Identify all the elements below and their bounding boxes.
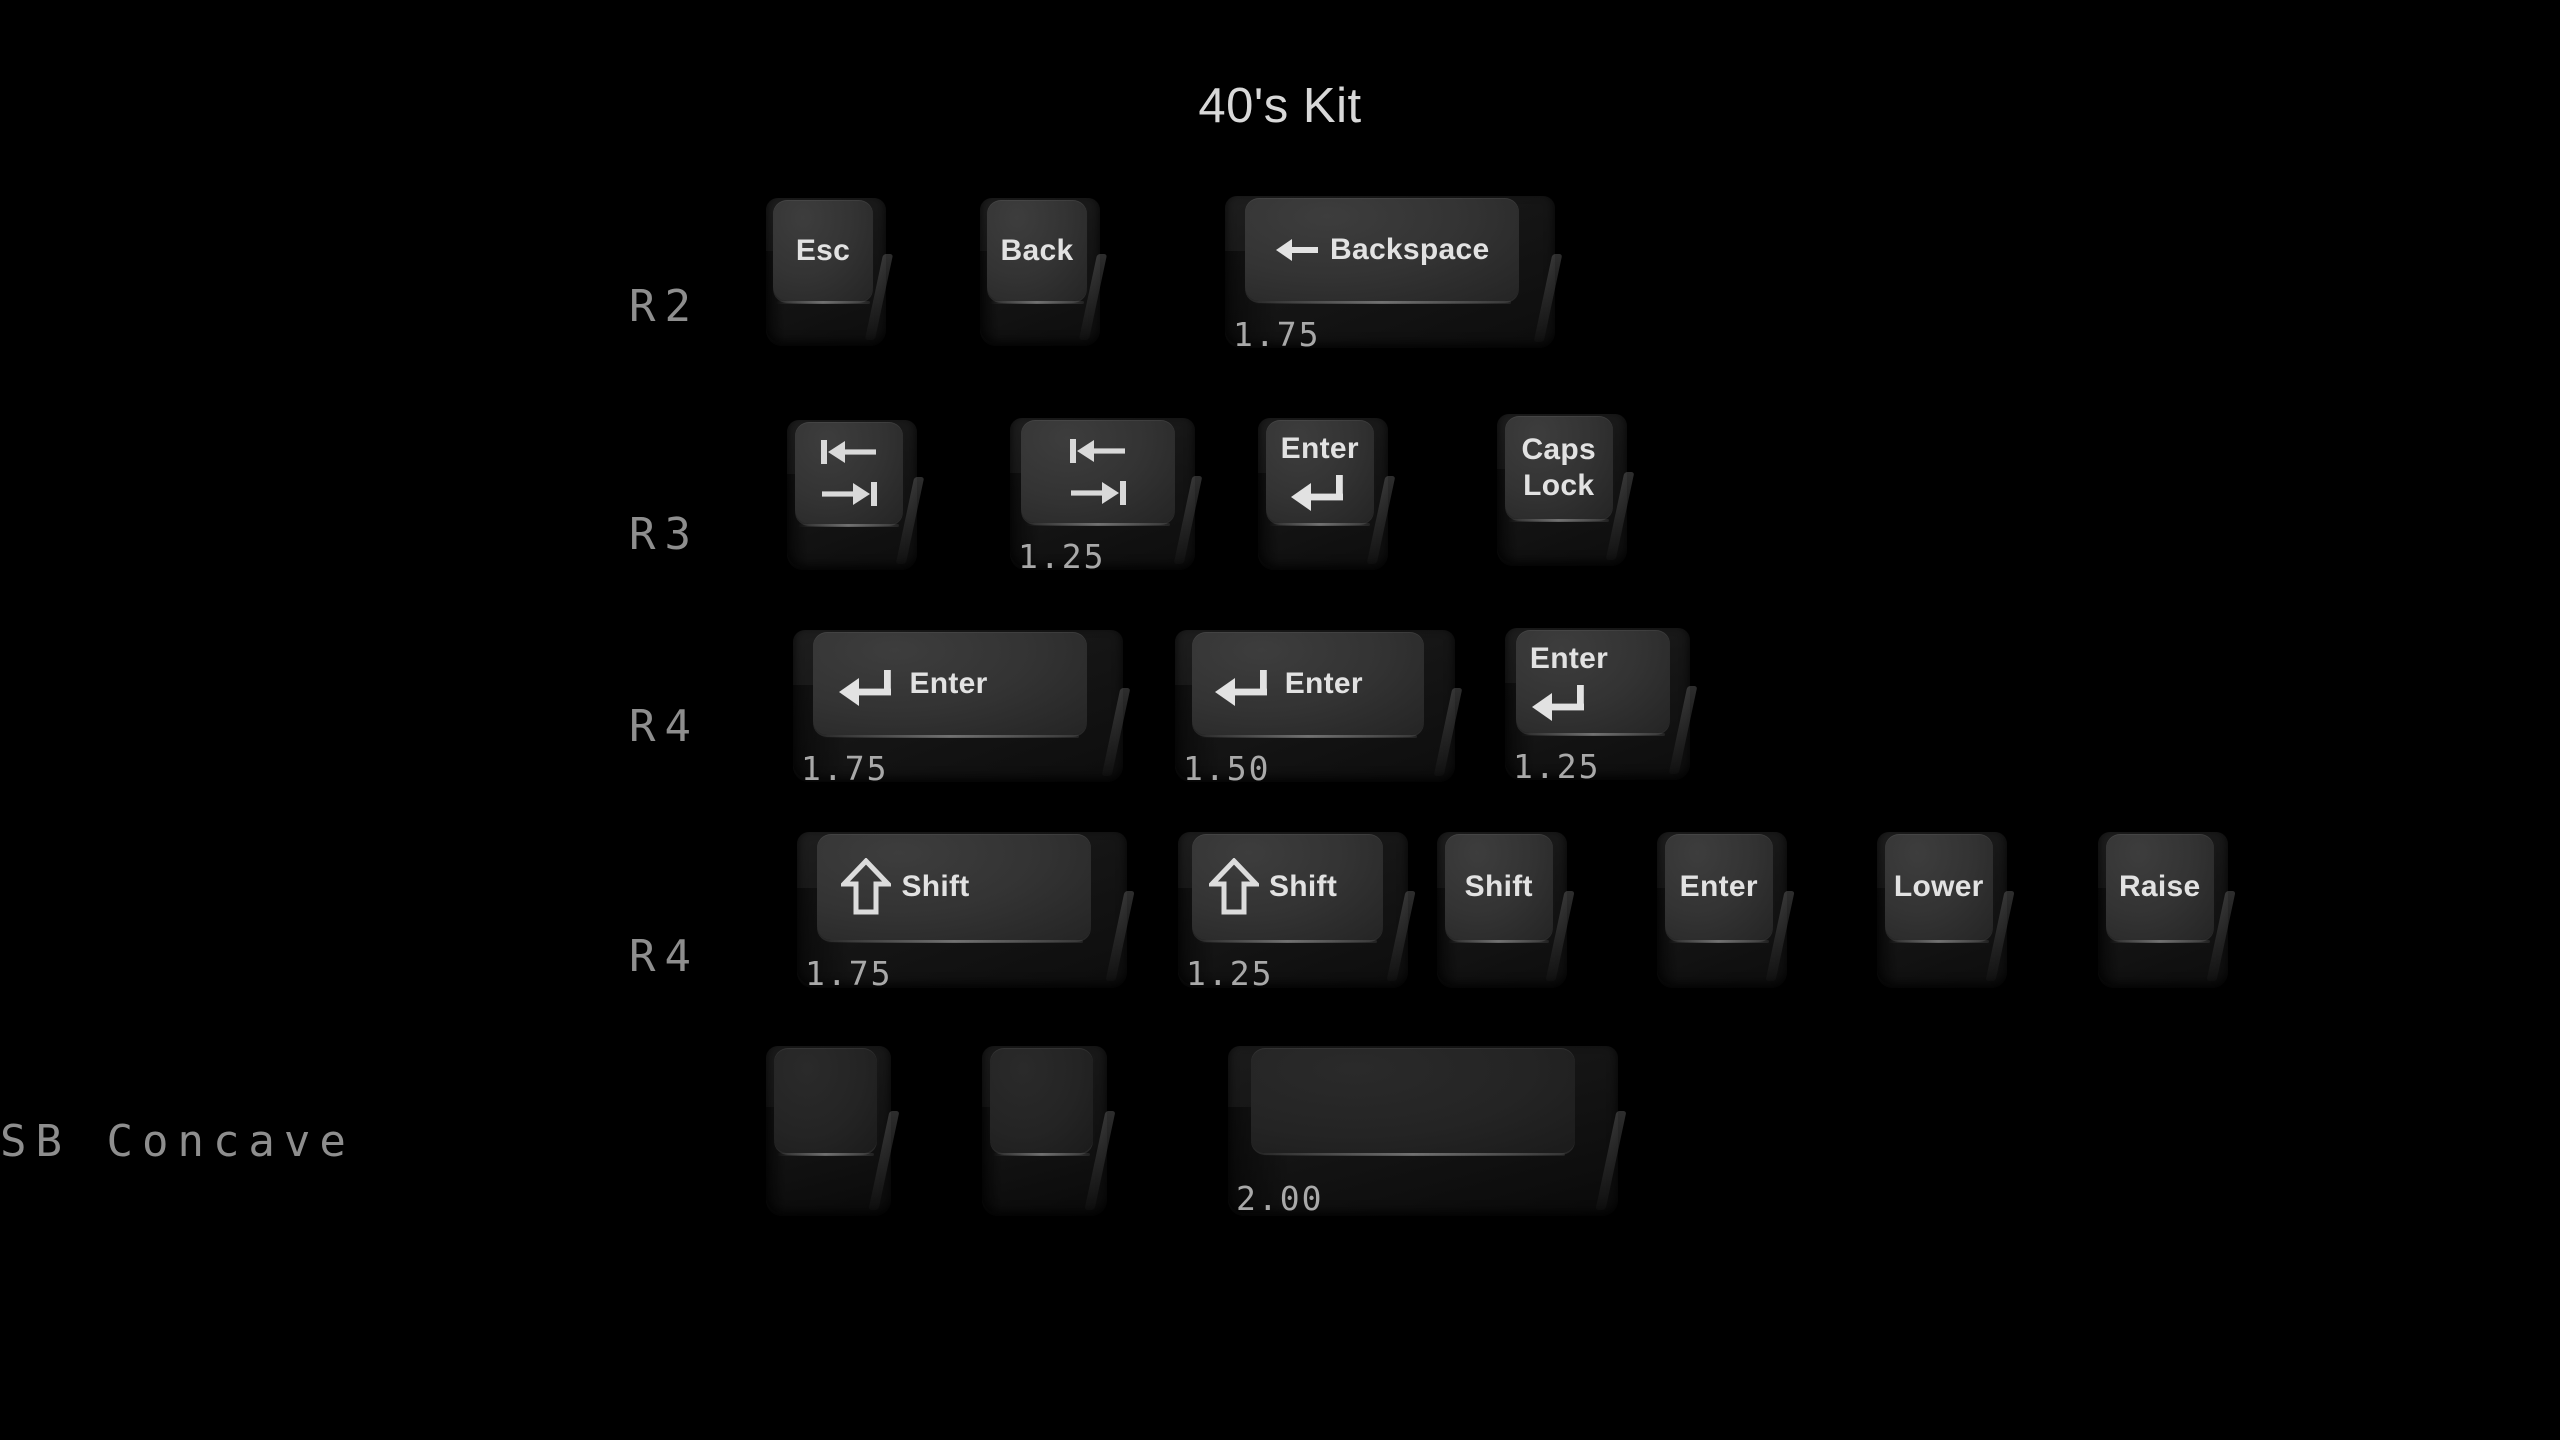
keycap-legend: Raise xyxy=(2106,870,2214,904)
keycap-shift-125[interactable]: Shift xyxy=(1178,832,1408,988)
keycap-legend: Lower xyxy=(1885,870,1993,904)
keycap-legend xyxy=(1021,435,1175,509)
keycap-top-face: Enter xyxy=(1265,420,1374,527)
keycap-legend-line: Enter xyxy=(1529,641,1609,675)
keycap-shift-1u[interactable]: Shift xyxy=(1437,832,1567,988)
keycap-legend: Enter xyxy=(1516,642,1670,722)
keycap-top-face: Backspace xyxy=(1244,198,1519,305)
keycap-enter-125[interactable]: Enter xyxy=(1505,628,1690,780)
keycap-legend: Enter xyxy=(1192,662,1424,706)
keycap-legend-line: Lock xyxy=(1523,468,1595,502)
keycap-top-face: Esc xyxy=(773,200,873,304)
keycap-legend: Enter xyxy=(813,662,1087,706)
keycap-legend-line: Esc xyxy=(795,233,851,267)
keycap-legend: Shift xyxy=(1192,858,1383,916)
keycap-top-face xyxy=(1251,1048,1576,1157)
shift-arrow-icon xyxy=(1208,858,1259,916)
return-arrow-icon xyxy=(1289,467,1351,512)
keycap-top-face xyxy=(989,1048,1094,1157)
keycap-legend xyxy=(795,436,903,510)
keycap-legend: Shift xyxy=(817,858,1091,916)
keycap-legend-line: Enter xyxy=(1679,870,1758,904)
keycap-top-face: Shift xyxy=(1191,834,1383,944)
keycap-top-face: Back xyxy=(987,200,1087,304)
row-label-r2: R2 xyxy=(629,281,700,332)
keycap-raise[interactable]: Raise xyxy=(2098,832,2228,988)
keycap-top-face: Enter xyxy=(1191,632,1425,739)
keycap-size-label: 1.75 xyxy=(805,953,893,993)
keycap-top-face xyxy=(794,422,903,527)
keycap-enter-1u[interactable]: Enter xyxy=(1657,832,1787,988)
keycap-legend-line: Shift xyxy=(1464,870,1533,904)
keycap-size-label: 1.25 xyxy=(1513,746,1601,786)
keycap-tab-1u[interactable] xyxy=(787,420,917,570)
keycap-legend: Backspace xyxy=(1245,233,1519,267)
keycap-top-face xyxy=(773,1048,878,1157)
keycap-legend-line: Lower xyxy=(1893,870,1984,904)
page-title: 40's Kit xyxy=(1198,79,1362,133)
arrow-left-icon xyxy=(1274,235,1320,265)
keycap-legend: Back xyxy=(987,234,1087,268)
shift-arrow-icon xyxy=(841,858,892,916)
keycap-sb-blank-2u[interactable] xyxy=(1228,1046,1618,1216)
row-label-sb-concave: SB Concave xyxy=(0,1116,355,1167)
keycap-legend-line: Shift xyxy=(1268,870,1338,904)
keycap-top-face: Enter xyxy=(1516,630,1670,737)
tab-arrows-icon xyxy=(818,436,880,510)
return-arrow-icon xyxy=(837,662,899,706)
keycap-lower[interactable]: Lower xyxy=(1877,832,2007,988)
keycap-top-face xyxy=(1021,420,1175,527)
keycap-size-label: 1.25 xyxy=(1018,536,1106,576)
keycap-legend: Esc xyxy=(773,234,873,268)
return-arrow-icon xyxy=(1213,662,1275,706)
keycap-backspace[interactable]: Backspace xyxy=(1225,196,1555,348)
keycap-back[interactable]: Back xyxy=(980,198,1100,346)
keycap-sb-blank-1u-b[interactable] xyxy=(982,1046,1107,1216)
keycap-top-face: Shift xyxy=(816,834,1091,944)
keycap-esc[interactable]: Esc xyxy=(766,198,886,346)
keycap-legend-line: Enter xyxy=(1280,431,1359,465)
keycap-legend: Shift xyxy=(1445,870,1553,904)
keycap-legend-line: Backspace xyxy=(1330,232,1490,266)
keycap-top-face: Raise xyxy=(2105,834,2214,944)
keycap-legend-line: Raise xyxy=(2118,870,2201,904)
keycap-shift-175[interactable]: Shift xyxy=(797,832,1127,988)
row-label-r4: R4 xyxy=(629,931,700,982)
keycap-top-face: Enter xyxy=(812,632,1087,739)
keycap-legend-line: Shift xyxy=(901,870,970,904)
keycap-size-label: 2.00 xyxy=(1236,1179,1324,1218)
keycap-size-label: 1.75 xyxy=(801,748,889,788)
keycap-size-label: 1.25 xyxy=(1186,953,1274,993)
row-label-r3: R3 xyxy=(629,509,700,560)
keycap-legend-line: Back xyxy=(1000,233,1074,267)
keycap-top-face: Shift xyxy=(1444,834,1553,944)
keycap-size-label: 1.75 xyxy=(1233,314,1321,354)
keycap-enter-r3[interactable]: Enter xyxy=(1258,418,1388,570)
keycap-legend-line: Enter xyxy=(1284,666,1363,700)
keycap-legend-line: Caps xyxy=(1521,433,1597,467)
keycap-enter-150[interactable]: Enter xyxy=(1175,630,1455,782)
keycap-legend: Enter xyxy=(1665,870,1773,904)
keycap-legend: Enter xyxy=(1266,432,1374,512)
keycap-enter-175[interactable]: Enter xyxy=(793,630,1123,782)
keycap-sb-blank-1u-a[interactable] xyxy=(766,1046,891,1216)
keycap-top-face: Lower xyxy=(1884,834,1993,944)
keycap-size-label: 1.50 xyxy=(1183,748,1271,788)
keycap-legend-line: Enter xyxy=(909,666,988,700)
tab-arrows-icon xyxy=(1067,435,1129,509)
row-label-r4: R4 xyxy=(629,701,700,752)
keycap-top-face: Enter xyxy=(1664,834,1773,944)
keycap-tab-125[interactable] xyxy=(1010,418,1195,570)
return-arrow-icon xyxy=(1530,677,1592,722)
